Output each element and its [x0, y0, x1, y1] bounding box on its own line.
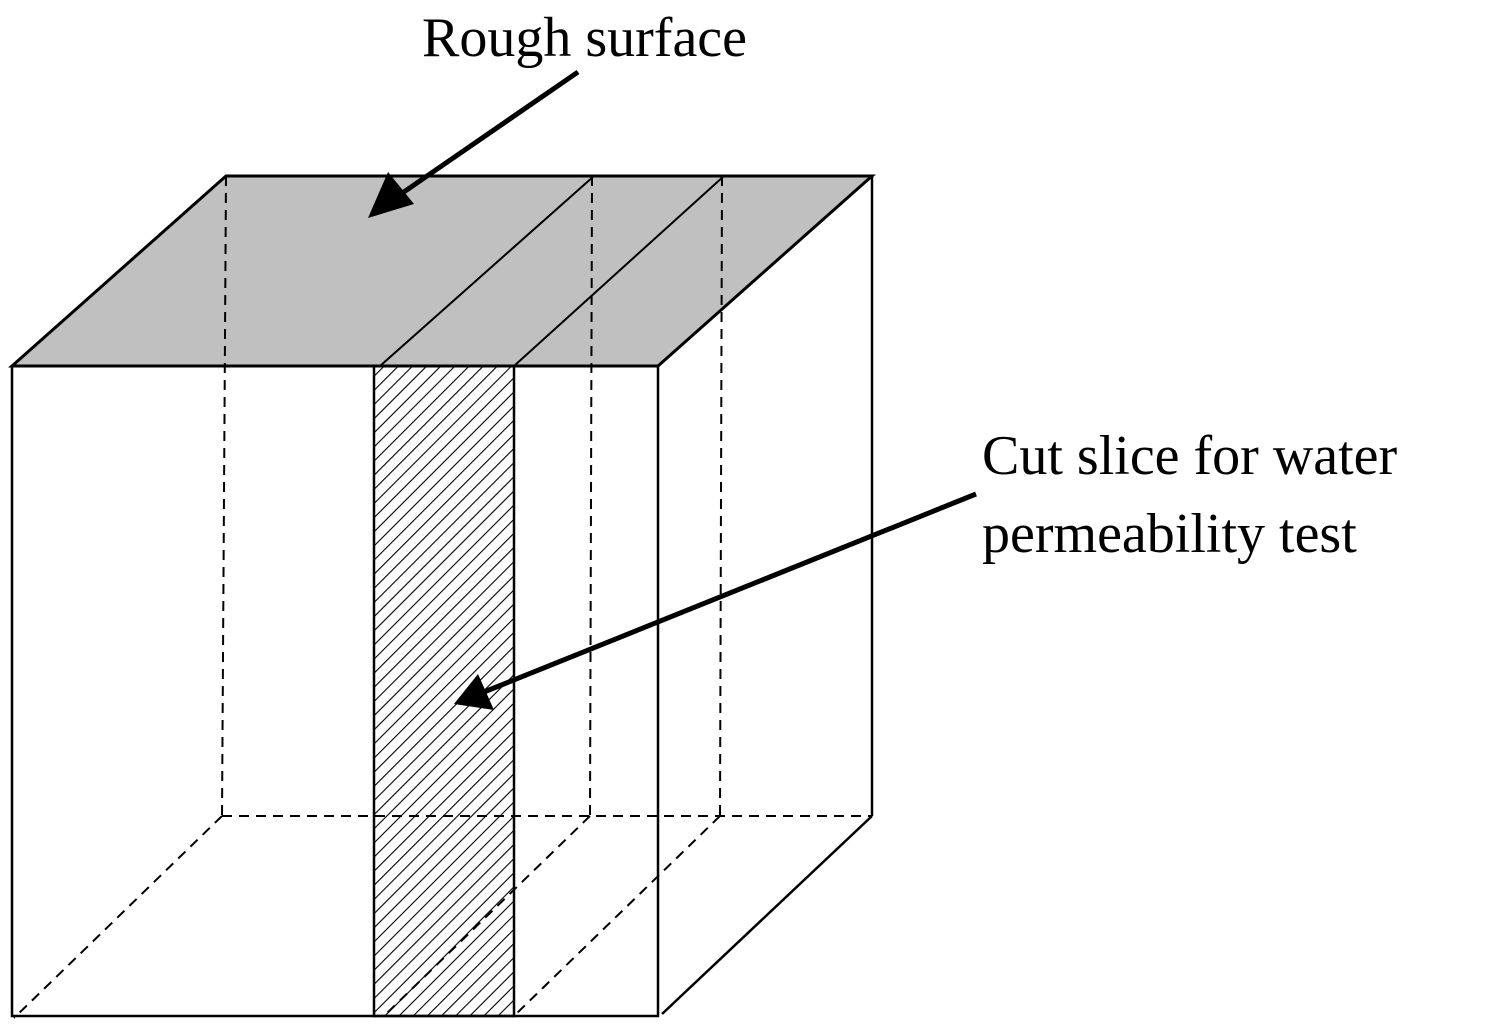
cube-front-face: [10, 364, 660, 1018]
cut-slice-arrow: [454, 491, 977, 710]
cut-slice-label-line2: permeability test: [982, 503, 1357, 565]
rough-surface-arrow: [368, 69, 580, 218]
top-slice-line-right: [513, 175, 725, 367]
cube-right-edges: [661, 176, 874, 1015]
rough-top-surface: [8, 174, 876, 368]
top-slice-line-left: [379, 175, 595, 367]
rough-surface-label: Rough surface: [422, 7, 747, 69]
cut-slice-label-line1: Cut slice for water: [982, 425, 1398, 487]
